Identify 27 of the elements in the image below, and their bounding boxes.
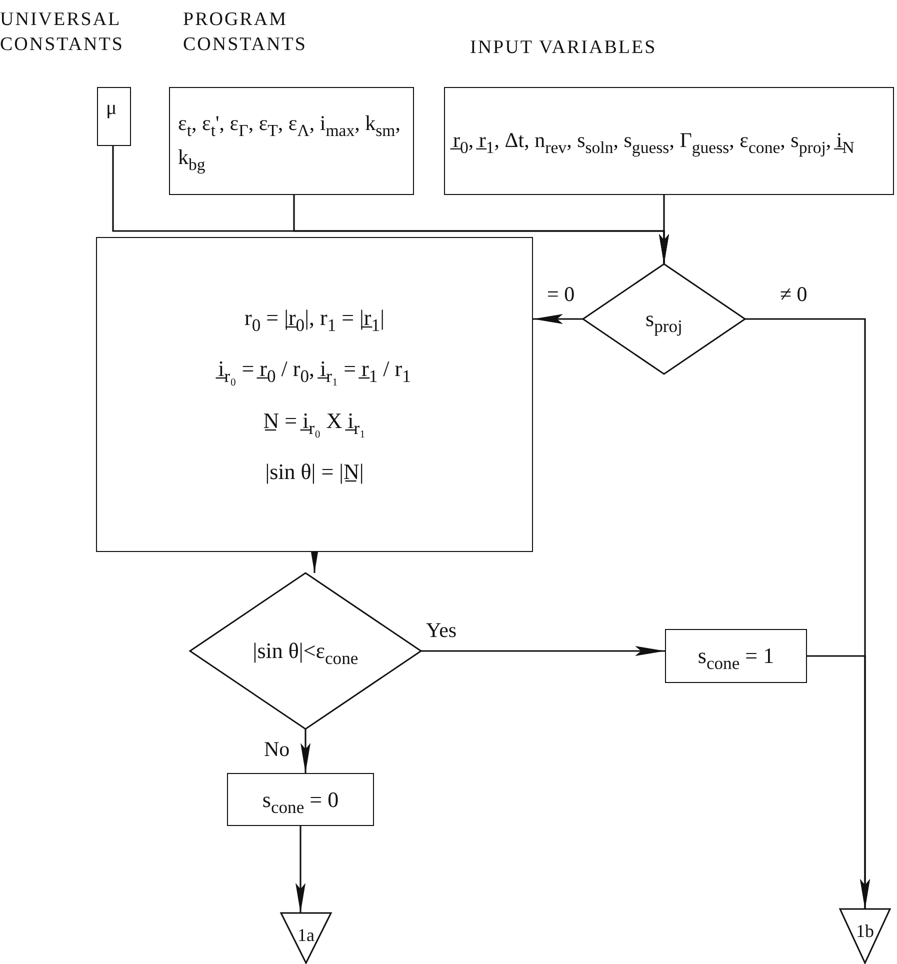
column-heading: PROGRAM CONSTANTS: [183, 8, 308, 57]
arrow: [296, 826, 306, 913]
column-heading: INPUT VARIABLES: [470, 36, 658, 60]
node-text: s$_{cone}$ = 1: [698, 642, 774, 674]
node-text: μ: [106, 96, 117, 121]
arrow: [300, 729, 310, 773]
arrow: [533, 314, 583, 324]
node-text: |sin θ| = |N̲|: [265, 458, 364, 486]
node-text: 1a: [298, 924, 314, 947]
node-text: r$_{0}$ = |r̲$_{0}$|, r$_{1}$ = |r̲$_{1}$|: [244, 304, 384, 336]
column-heading: UNIVERSAL CONSTANTS: [0, 8, 125, 57]
process-box: [96, 237, 533, 552]
node-text: |sin θ|<ε$_{cone}$: [252, 637, 358, 669]
process-box: [97, 87, 131, 146]
arrow: [807, 655, 870, 909]
node-text: ε$_{t}$, ε$_{t}$', ε$_{Γ}$, ε$_{T}$, ε$_{Λ}$, i$_{max}$, k$_{sm}$, k$_{bg}$: [178, 110, 402, 175]
arrow: [421, 646, 665, 656]
process-box: [665, 629, 807, 683]
process-box: [169, 87, 414, 195]
node-text: s$_{proj}$: [646, 305, 682, 337]
node-text: s$_{cone}$ = 0: [262, 786, 339, 818]
process-box: [444, 87, 894, 195]
node-text: 1b: [856, 920, 874, 943]
arrow: [659, 195, 669, 264]
node-text: N̲ = i̲$_{r₀}$ X i̲$_{r₁}$: [263, 406, 366, 438]
node-text: i̲$_{r₀}$ = r̲$_{0}$ / r$_{0}$, i̲$_{r₁}$ = r̲$_{1}$ / r$_{1}$: [218, 351, 411, 386]
process-box: [227, 773, 374, 826]
